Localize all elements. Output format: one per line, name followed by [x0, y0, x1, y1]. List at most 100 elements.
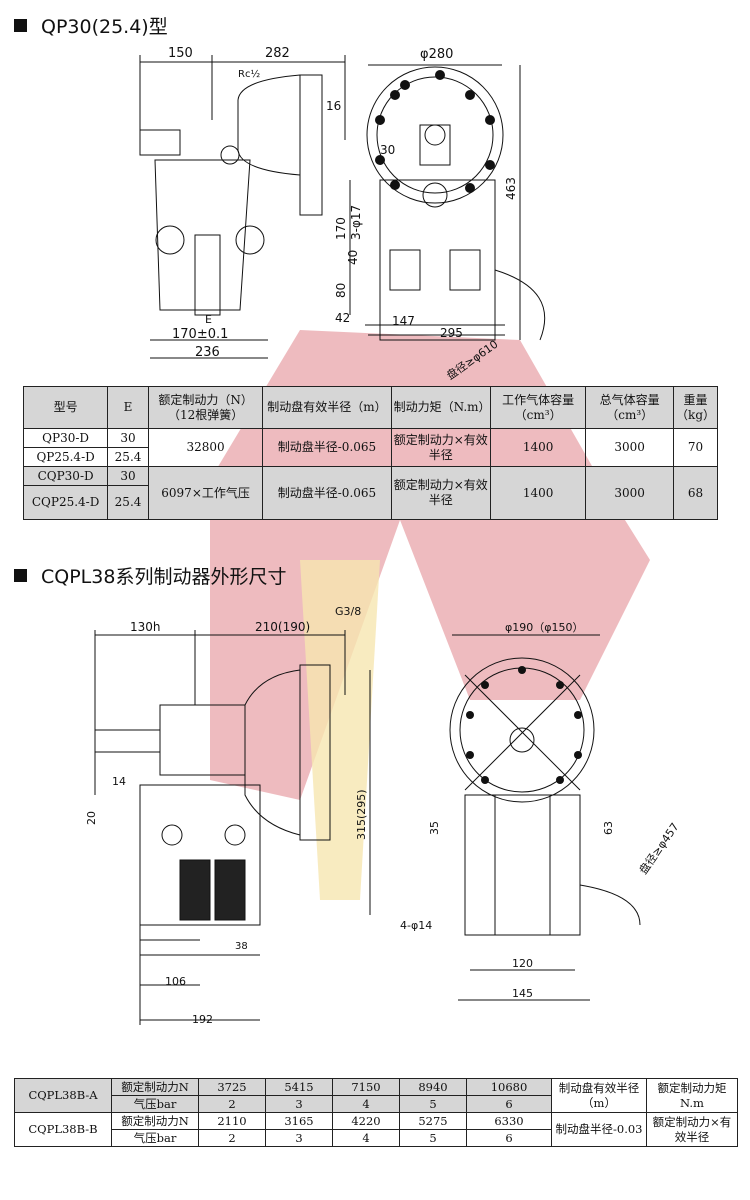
cell-e: 30	[107, 466, 149, 486]
dim-463: 463	[504, 177, 518, 200]
bullet-square-icon	[14, 19, 27, 32]
cell-force: 7150	[332, 1078, 400, 1096]
cell-pressure: 6	[466, 1129, 552, 1147]
dim-40: 40	[346, 250, 360, 265]
dim-phi190: φ190（φ150）	[505, 621, 584, 634]
cell-force: 5275	[399, 1112, 467, 1130]
cell-force: 6097×工作气压	[147, 466, 264, 520]
dim-147: 147	[392, 314, 415, 328]
dim-14: 14	[112, 775, 126, 788]
cell-pressure: 3	[265, 1129, 333, 1147]
dim-63: 63	[602, 821, 615, 835]
drawing-cqpl38: 130h 210(190) G3/8 φ190（φ150） 14 20 315(…	[85, 605, 682, 1026]
cell-force: 3165	[265, 1112, 333, 1130]
cell-torque-value: 额定制动力×有效半径	[646, 1112, 738, 1147]
dim-315: 315(295)	[355, 789, 368, 840]
drawing-qp30: 150 282 Rc½ 16 φ280 30 3-φ17 170 463 40 …	[139, 46, 546, 383]
th-work-volume: 工作气体容量（cm³）	[489, 386, 587, 429]
cell-force-label: 额定制动力N	[111, 1112, 199, 1130]
cell-torque: 额定制动力×有效半径	[390, 428, 491, 467]
cell-pressure: 2	[198, 1129, 266, 1147]
dim-150: 150	[168, 46, 193, 61]
dim-282: 282	[265, 46, 290, 61]
cell-pressure: 4	[332, 1095, 400, 1113]
dim-80: 80	[334, 283, 348, 298]
cell-force: 5415	[265, 1078, 333, 1096]
dim-e: E	[205, 313, 212, 326]
cell-pressure: 5	[399, 1095, 467, 1113]
cell-work: 1400	[489, 428, 587, 467]
dim-phi610: 盘径≥φ610	[444, 337, 501, 383]
cell-pressure: 4	[332, 1129, 400, 1147]
dim-192: 192	[192, 1013, 213, 1026]
th-force: 额定制动力（N）（12根弹簧）	[147, 386, 264, 429]
cell-force: 4220	[332, 1112, 400, 1130]
spec-table-cqpl38: CQPL38B-A 额定制动力N 3725 5415 7150 8940 106…	[14, 1078, 738, 1147]
th-weight: 重量（kg）	[673, 386, 718, 429]
dim-30: 30	[380, 143, 395, 157]
dim-210: 210(190)	[255, 620, 310, 634]
cell-pressure-label: 气压bar	[111, 1095, 199, 1113]
dim-16: 16	[326, 99, 341, 113]
cell-total: 3000	[585, 428, 675, 467]
dim-35: 35	[428, 821, 441, 835]
cell-model: CQPL38B-A	[14, 1078, 112, 1113]
cell-force: 10680	[466, 1078, 552, 1096]
spec-table-qp30: 型号 E 额定制动力（N）（12根弹簧） 制动盘有效半径（m） 制动力矩（N.m…	[22, 386, 718, 520]
th-total-volume: 总气体容量（cm³）	[585, 386, 675, 429]
dim-rc: Rc½	[238, 68, 260, 80]
cell-force-label: 额定制动力N	[111, 1078, 199, 1096]
cell-radius-value: 制动盘半径-0.03	[551, 1112, 647, 1147]
cell-torque-header: 额定制动力矩N.m	[646, 1078, 738, 1113]
dim-295: 295	[440, 326, 463, 340]
cell-model: CQPL38B-B	[14, 1112, 112, 1147]
dim-g38: G3/8	[335, 605, 361, 618]
cell-e: 25.4	[107, 447, 149, 467]
cell-force: 8940	[399, 1078, 467, 1096]
dim-106: 106	[165, 975, 186, 988]
cell-radius: 制动盘半径-0.065	[262, 466, 392, 520]
cell-e: 30	[107, 428, 149, 448]
dim-38: 38	[235, 941, 248, 952]
cell-force: 6330	[466, 1112, 552, 1130]
th-radius: 制动盘有效半径（m）	[262, 386, 392, 429]
dim-phi280: φ280	[420, 47, 453, 62]
cell-weight: 68	[673, 466, 718, 520]
dim-3phi17: 3-φ17	[349, 205, 363, 240]
cell-pressure: 3	[265, 1095, 333, 1113]
cell-model: CQP25.4-D	[22, 485, 109, 520]
cell-model: CQP30-D	[22, 466, 109, 486]
dim-120: 120	[512, 957, 533, 970]
cell-pressure: 2	[198, 1095, 266, 1113]
th-torque: 制动力矩（N.m）	[390, 386, 491, 429]
dim-170-tol: 170±0.1	[172, 327, 228, 342]
cell-torque: 额定制动力×有效半径	[390, 466, 491, 520]
cell-model: QP30-D	[22, 428, 109, 448]
cell-model: QP25.4-D	[22, 447, 109, 467]
cell-pressure: 5	[399, 1129, 467, 1147]
dim-130h: 130h	[130, 620, 161, 634]
cell-pressure-label: 气压bar	[111, 1129, 199, 1147]
cell-e: 25.4	[107, 485, 149, 520]
dim-4phi14: 4-φ14	[400, 919, 432, 932]
cell-work: 1400	[489, 466, 587, 520]
cell-force: 3725	[198, 1078, 266, 1096]
cell-radius: 制动盘半径-0.065	[262, 428, 392, 467]
dim-170: 170	[334, 217, 348, 240]
dim-236: 236	[195, 345, 220, 360]
th-e: E	[107, 386, 149, 429]
cell-radius-header: 制动盘有效半径（m）	[551, 1078, 647, 1113]
bullet-square-icon	[14, 569, 27, 582]
dim-20: 20	[85, 811, 98, 825]
cell-total: 3000	[585, 466, 675, 520]
cell-force: 2110	[198, 1112, 266, 1130]
dim-145: 145	[512, 987, 533, 1000]
cell-force: 32800	[147, 428, 264, 467]
cell-weight: 70	[673, 428, 718, 467]
dim-phi457: 盘径≥φ457	[636, 820, 682, 877]
cell-pressure: 6	[466, 1095, 552, 1113]
dim-42: 42	[335, 311, 350, 325]
th-model: 型号	[22, 386, 109, 429]
section-title-qp30: QP30(25.4)型	[14, 12, 168, 39]
section-title-cqpl38: CQPL38系列制动器外形尺寸	[14, 562, 286, 589]
